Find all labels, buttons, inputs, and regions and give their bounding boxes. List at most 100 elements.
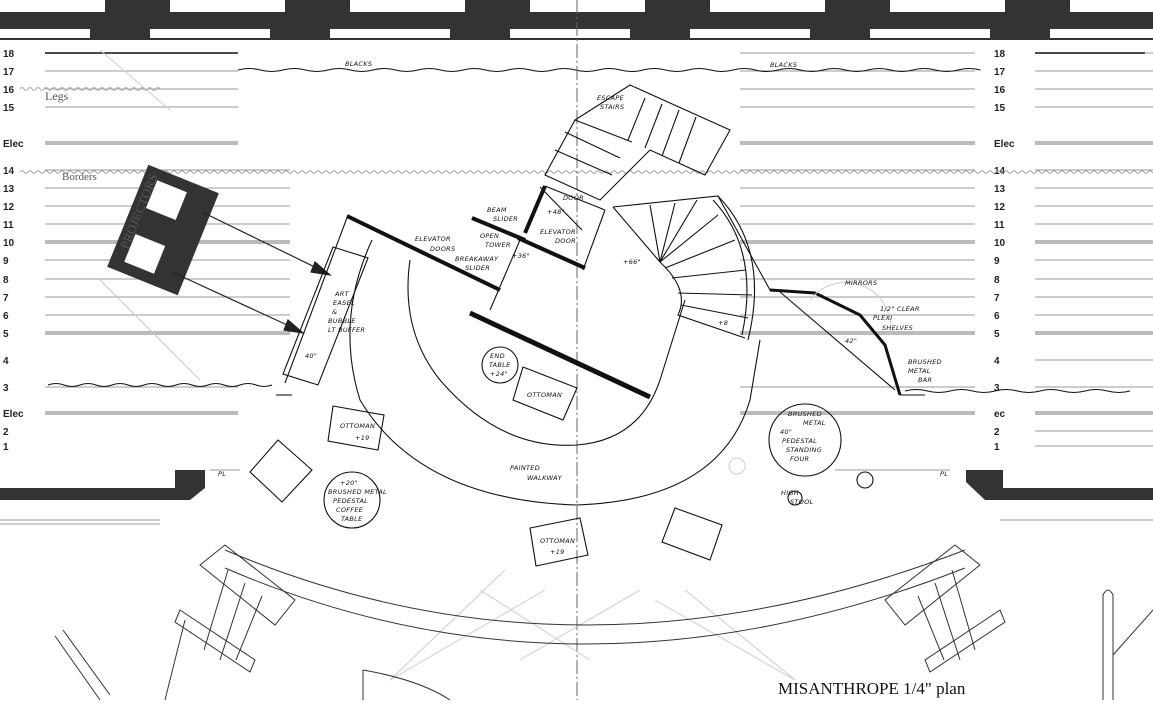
svg-text:ELEVATOR: ELEVATOR (540, 228, 576, 236)
svg-text:BRUSHED: BRUSHED (788, 410, 822, 418)
svg-text:ESCAPE: ESCAPE (597, 94, 625, 102)
escape-stairs (544, 84, 731, 201)
svg-text:+36": +36" (512, 252, 530, 260)
lineset-number: 14 (3, 166, 15, 177)
mirror-wall (769, 282, 925, 396)
lineset-number: 16 (3, 85, 15, 96)
end-table: END TABLE +24" (481, 346, 519, 384)
lineset-number: 7 (3, 293, 9, 304)
lineset-number: 1 (994, 442, 1000, 453)
svg-text:METAL: METAL (908, 367, 931, 375)
vom-stairs-right (884, 544, 1153, 700)
lineset-number: 12 (3, 202, 15, 213)
svg-text:LT BUFFER: LT BUFFER (328, 326, 365, 334)
svg-text:BUBBLE: BUBBLE (328, 317, 356, 325)
lineset-number: 5 (3, 329, 9, 340)
svg-text:OPEN: OPEN (480, 232, 499, 240)
svg-text:BEAM: BEAM (487, 206, 507, 214)
svg-text:SHELVES: SHELVES (882, 324, 913, 332)
lineset-number: 16 (994, 85, 1006, 96)
svg-text:+24": +24" (490, 370, 508, 378)
svg-text:40": 40" (305, 352, 317, 360)
vom-stairs-left (54, 544, 296, 701)
mirror-notes: MIRRORS 1/2" CLEAR PLEXI SHELVES 42" BRU… (845, 279, 942, 384)
svg-text:SLIDER: SLIDER (465, 264, 490, 272)
svg-text:STAIRS: STAIRS (600, 103, 624, 111)
svg-text:FOUR: FOUR (790, 455, 809, 463)
svg-text:+48": +48" (547, 208, 565, 216)
svg-text:BRUSHED METAL: BRUSHED METAL (328, 488, 387, 496)
borders-label: Borders (62, 171, 97, 183)
lineset-number: 5 (994, 329, 1000, 340)
svg-text:BRUSHED: BRUSHED (908, 358, 942, 366)
svg-text:+19: +19 (550, 548, 565, 556)
blacks-drape (237, 67, 981, 73)
svg-text:DOOR: DOOR (555, 237, 576, 245)
svg-text:&: & (332, 308, 337, 316)
svg-text:OTTOMAN: OTTOMAN (540, 537, 575, 545)
lineset-number: 4 (3, 356, 9, 367)
coffee-table: +20" BRUSHED METAL PEDESTAL COFFEE TABLE (323, 471, 387, 529)
spiral-notes: +66" +8 (623, 258, 728, 327)
blacks-label-right: BLACKS (770, 61, 797, 69)
svg-text:PEDESTAL: PEDESTAL (333, 497, 368, 505)
painted-walkway (349, 239, 761, 506)
svg-text:40": 40" (780, 428, 792, 436)
projection-arrows (171, 211, 332, 334)
drawing-title: MISANTHROPE 1/4" plan (778, 679, 966, 698)
lineset-number: 2 (3, 427, 9, 438)
lineset-number: 18 (3, 49, 15, 60)
high-stool: HIGH STOOL (781, 489, 813, 506)
lineset-number: 8 (994, 275, 1000, 286)
art-easel-note: ART EASEL & BUBBLE LT BUFFER 40" (305, 290, 365, 360)
walkway-label: PAINTED WALKWAY (510, 464, 562, 482)
svg-text:1/2" CLEAR: 1/2" CLEAR (880, 305, 920, 313)
lineset-number: ec (994, 409, 1006, 420)
apron-edge (224, 549, 966, 645)
ottoman-blank (661, 507, 723, 561)
side-table (249, 439, 313, 503)
svg-text:END: END (490, 352, 505, 360)
lineset-number: 10 (3, 238, 15, 249)
svg-text:PL: PL (218, 470, 226, 478)
ottoman-left: OTTOMAN +19 (327, 405, 385, 451)
lineset-number: 17 (3, 67, 15, 78)
svg-text:+19: +19 (355, 434, 370, 442)
lineset-number: 18 (994, 49, 1006, 60)
svg-text:DOORS: DOORS (430, 245, 455, 253)
borders-drape (19, 170, 1153, 174)
projection-screen (276, 214, 369, 396)
svg-text:42": 42" (845, 337, 857, 345)
lineset-number: 12 (994, 202, 1006, 213)
svg-text:ELEVATOR: ELEVATOR (415, 235, 451, 243)
lineset-number: 15 (994, 103, 1006, 114)
svg-text:SLIDER: SLIDER (493, 215, 518, 223)
svg-text:EASEL: EASEL (333, 299, 355, 307)
escape-stairs-label: ESCAPE STAIRS (597, 94, 625, 111)
downstage-drape-right (904, 388, 1131, 394)
small-round-stool (856, 471, 874, 489)
lineset-number: 6 (994, 311, 1000, 322)
downstage-drape (47, 382, 273, 388)
lineset-number: 13 (994, 184, 1006, 195)
spiral-stair (612, 195, 816, 341)
lineset-number: 7 (994, 293, 1000, 304)
elevator-notes: ELEVATOR DOORS BEAM SLIDER +48" DOOR ELE… (415, 194, 584, 272)
svg-text:TABLE: TABLE (489, 361, 511, 369)
svg-text:OTTOMAN: OTTOMAN (527, 391, 562, 399)
lineset-number: 11 (3, 220, 14, 231)
ottoman-bottom: OTTOMAN +19 (529, 517, 589, 567)
ottoman-center: OTTOMAN (512, 366, 578, 421)
svg-text:DOOR: DOOR (563, 194, 584, 202)
small-round-table (728, 457, 746, 475)
projectors-unit (107, 164, 219, 296)
svg-text:ART: ART (334, 290, 350, 298)
lineset-number: 13 (3, 184, 15, 195)
legs-label: Legs (45, 89, 69, 103)
svg-text:PEDESTAL: PEDESTAL (782, 437, 817, 445)
svg-text:OTTOMAN: OTTOMAN (340, 422, 375, 430)
lineset-number: 6 (3, 311, 9, 322)
lineset-number: 9 (3, 256, 9, 267)
lineset-number: 3 (994, 383, 1000, 394)
